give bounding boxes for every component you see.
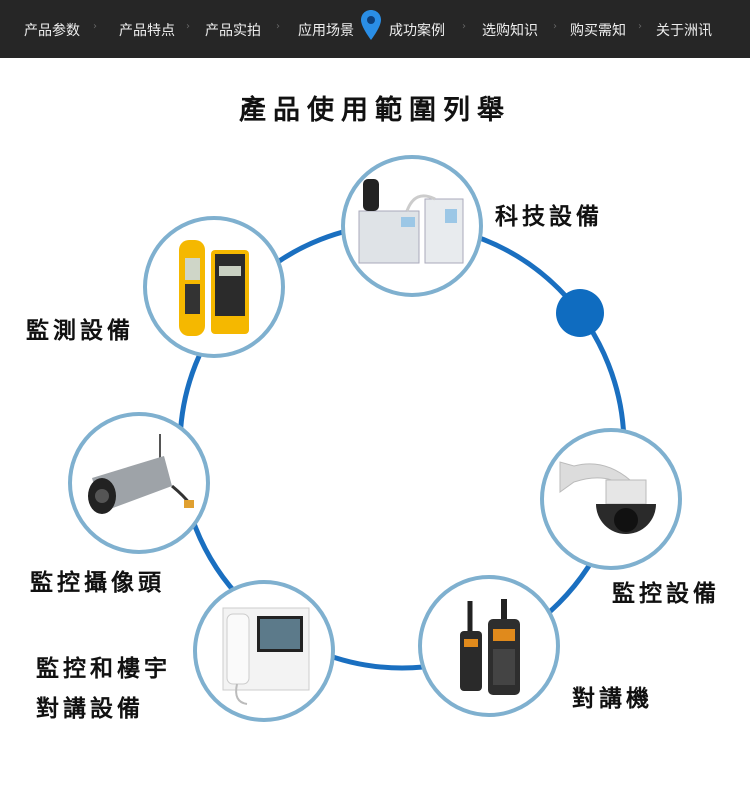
chevron-right-icon: › [93,21,97,32]
chevron-right-icon: › [186,21,190,32]
label-surveillance-equipment: 監控設備 [612,580,720,607]
nav-item-about[interactable]: 关于洲讯 [656,23,712,39]
nav-item-notice[interactable]: 购买需知 [570,23,626,39]
node-walkie-talkie [418,575,560,717]
walkie-talkie-icon [460,599,520,695]
page-title: 產品使用範圍列舉 [239,95,511,126]
nav-item-scenarios[interactable]: 应用场景 [298,23,354,39]
bullet-camera-icon [88,434,194,514]
label-monitoring-equipment: 監測設備 [26,317,134,344]
node-intercom [193,580,335,722]
node-cable-tester [143,216,285,358]
accent-dot [556,289,604,337]
node-lab-equipment [341,155,483,297]
chevron-right-icon: › [553,21,557,32]
chevron-right-icon: › [276,21,280,32]
intercom-icon [222,607,310,705]
cable-tester-icon [179,240,249,336]
node-dome-camera [540,428,682,570]
chevron-right-icon: › [638,21,642,32]
label-surveillance-camera: 監控攝像頭 [30,569,165,596]
nav-item-knowledge[interactable]: 选购知识 [482,23,538,39]
nav-item-features[interactable]: 产品特点 [119,23,175,39]
label-lab-equipment: 科技設備 [495,203,603,230]
nav-item-photos[interactable]: 产品实拍 [205,23,261,39]
nav-item-params[interactable]: 产品参数 [24,23,80,39]
chevron-right-icon: › [462,21,466,32]
location-pin-icon [361,10,381,40]
label-building-intercom-line1: 監控和樓宇 [36,655,171,682]
label-walkie-talkie: 對講機 [572,685,653,712]
dome-camera-icon [559,461,656,534]
label-building-intercom-line2: 對講設備 [36,695,144,722]
nav-item-cases[interactable]: 成功案例 [389,23,445,39]
lab-equipment-icon [358,179,464,264]
top-nav: 产品参数 › 产品特点 › 产品实拍 › 应用场景 成功案例 › 选购知识 › … [0,0,750,58]
node-bullet-camera [68,412,210,554]
